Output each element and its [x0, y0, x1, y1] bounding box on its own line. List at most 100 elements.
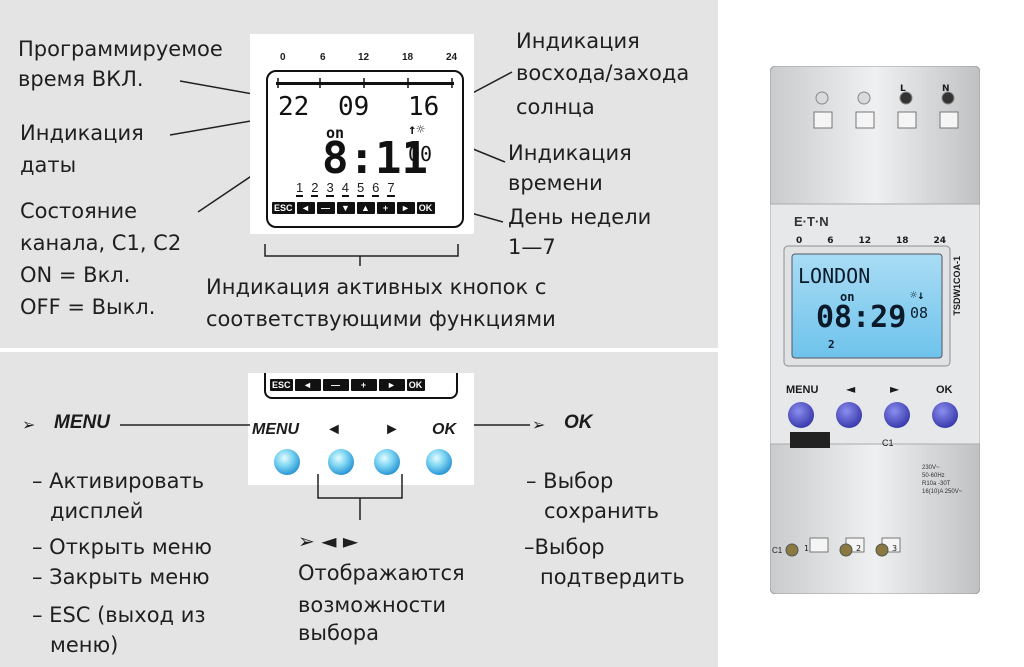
weekday-6: 6	[372, 180, 380, 197]
device-hour-18: 18	[895, 236, 909, 246]
keypad-lcd-edge	[264, 373, 458, 399]
lcd-weekdays: 1 2 3 4 5 6 7	[296, 180, 395, 197]
label-channel-3: ON = Вкл.	[20, 263, 131, 287]
label-active-buttons-2: соответствующими функциями	[206, 307, 556, 331]
kp-btn-esc: ESC	[270, 379, 293, 391]
device-hours-scale: 0 6 12 18 24	[796, 236, 946, 246]
lcd-hour-6: 6	[320, 52, 326, 63]
device-terminal-c1: C1	[772, 546, 783, 555]
device-menu-button[interactable]	[788, 402, 814, 428]
lcd-btn-left: ◄	[296, 202, 315, 214]
weekday-3: 3	[326, 180, 334, 197]
lcd-time-seconds: 00	[408, 142, 433, 166]
device-label-left: ◄	[846, 382, 856, 396]
weekday-1: 1	[296, 180, 304, 197]
keypad-diagram: ESC ◄ — + ► OK MENU ◄ ► OK	[248, 373, 474, 485]
kp-ok-button[interactable]	[426, 449, 452, 475]
device-photo: L N E·T·N 0 6 12 18 24 LONDON on ☼↓ 08:2…	[770, 66, 980, 594]
lcd-btn-up: ▲	[356, 202, 375, 214]
label-weekday-1: День недели	[508, 205, 652, 229]
ok-item-3: –Выбор	[524, 535, 605, 559]
device-city: LONDON	[798, 264, 871, 288]
lcd-btn-ok: OK	[416, 202, 435, 214]
lcd-diagram: 0 6 12 18 24 22 09 16 on ↑☼ 8:11 00 1 2 …	[250, 34, 474, 234]
kp-ok-label: OK	[432, 421, 456, 438]
device-sun-icon: ☼↓	[910, 288, 925, 302]
device-spec-2: 50-60Hz	[922, 473, 945, 479]
ok-section-title: OK	[564, 412, 593, 433]
label-sun-3: солнца	[516, 95, 595, 119]
label-time-ind-2: времени	[508, 171, 603, 195]
kp-btn-minus: —	[322, 379, 349, 391]
device-terminal-3: 3	[892, 544, 898, 553]
device-hour-12: 12	[858, 236, 871, 246]
weekday-5: 5	[356, 180, 365, 197]
kp-btn-ok: OK	[406, 379, 425, 391]
lcd-date-day: 22	[278, 92, 310, 122]
label-channel-4: OFF = Выкл.	[20, 295, 156, 319]
device-right-button[interactable]	[884, 402, 910, 428]
ok-item-4: подтвердить	[540, 565, 685, 589]
lcd-hour-18: 18	[402, 52, 414, 63]
device-specs: 230V~ 50-60Hz R10a -30T 16(10)A 250V~	[922, 464, 962, 496]
device-model: TSDW1COA-1	[952, 256, 962, 316]
ok-arrow-icon: ➢	[532, 415, 546, 434]
device-ok-button[interactable]	[932, 402, 958, 428]
lcd-screen: 22 09 16 on ↑☼ 8:11 00 1 2 3 4 5 6 7 ESC…	[266, 70, 464, 228]
device-terminal-l: L	[900, 84, 906, 94]
label-channel-1: Состояние	[20, 199, 138, 223]
device-terminal-n: N	[942, 84, 950, 94]
device-time: 08:29	[816, 300, 907, 335]
lcd-button-bar: ESC ◄ — ▼ ▲ + ► OK	[272, 202, 435, 214]
label-date-ind-2: даты	[20, 153, 77, 177]
menu-item-1: – Активировать	[32, 469, 205, 493]
label-channel-2: канала, С1, С2	[20, 231, 182, 255]
device-label-ok: OK	[936, 384, 953, 396]
label-programmed-time-1: Программируемое	[18, 37, 223, 61]
device-day: 2	[828, 338, 835, 351]
lcd-btn-plus: +	[376, 202, 395, 214]
lcd-on-label: on	[326, 124, 345, 142]
device-label-menu: MENU	[786, 384, 819, 396]
lcd-btn-minus: —	[316, 202, 335, 214]
kp-left-button[interactable]	[328, 449, 354, 475]
device-spec-1: 230V~	[922, 465, 940, 471]
kp-menu-button[interactable]	[274, 449, 300, 475]
menu-item-6: меню)	[50, 633, 119, 657]
lcd-hour-24: 24	[446, 52, 458, 63]
lcd-date-month: 09	[338, 92, 370, 122]
arrows-line-3: выбора	[298, 621, 379, 645]
lcd-btn-right: ►	[396, 202, 415, 214]
menu-item-2: дисплей	[50, 499, 144, 523]
device-terminal-1: 1	[804, 544, 810, 553]
kp-left-label: ◄	[326, 421, 342, 438]
bottom-pointer-lines	[120, 424, 530, 520]
kp-menu-label: MENU	[252, 421, 300, 438]
menu-item-5: – ESC (выход из	[32, 603, 206, 627]
device-c1-label: C1	[882, 438, 894, 448]
device-brand: E·T·N	[794, 214, 829, 229]
device-seconds: 08	[910, 304, 929, 322]
ok-item-1: – Выбор	[526, 469, 614, 493]
lcd-hour-0: 0	[280, 52, 286, 63]
lcd-btn-esc: ESC	[272, 202, 295, 214]
kp-btn-plus: +	[350, 379, 377, 391]
label-time-ind-1: Индикация	[508, 141, 632, 165]
device-left-button[interactable]	[836, 402, 862, 428]
kp-btn-left: ◄	[294, 379, 321, 391]
device-hour-6: 6	[827, 236, 834, 246]
kp-right-button[interactable]	[374, 449, 400, 475]
menu-item-4: – Закрыть меню	[32, 565, 210, 589]
keypad-button-bar: ESC ◄ — + ► OK	[270, 379, 425, 391]
device-label-right: ►	[890, 382, 900, 396]
lcd-btn-down: ▼	[336, 202, 355, 214]
arrows-symbols: ➢ ◄ ►	[298, 529, 359, 553]
hours-bar	[276, 78, 454, 88]
weekday-4: 4	[341, 180, 349, 197]
menu-section-title: MENU	[54, 412, 110, 433]
label-date-ind-1: Индикация	[20, 121, 144, 145]
device-hour-0: 0	[796, 236, 803, 246]
label-programmed-time-2: время ВКЛ.	[18, 67, 144, 91]
device-hour-24: 24	[933, 236, 946, 246]
ok-item-2: сохранить	[544, 499, 660, 523]
